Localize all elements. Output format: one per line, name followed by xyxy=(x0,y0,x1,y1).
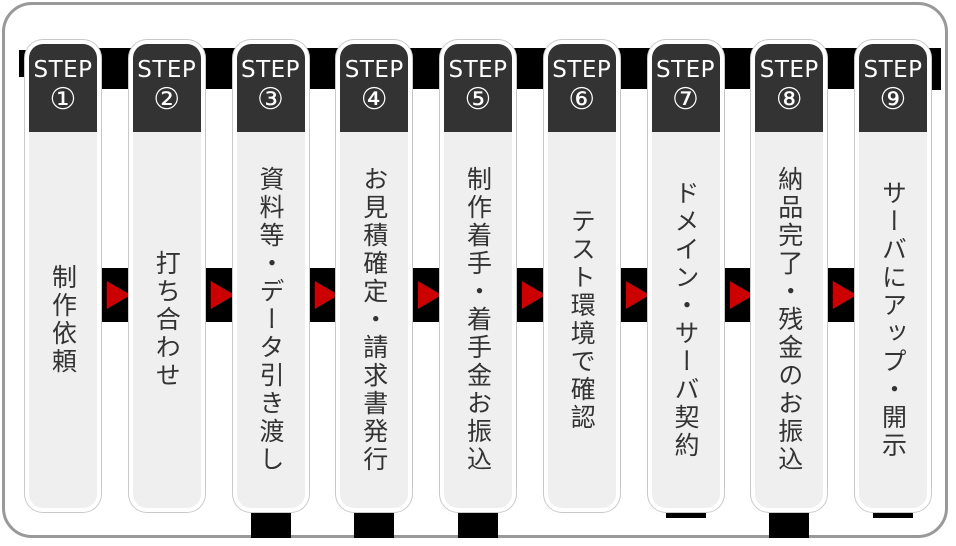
step-number: ⑨ xyxy=(879,82,907,118)
step-body: 打ち合わせ xyxy=(133,132,201,508)
arrow-right-icon xyxy=(314,281,339,309)
step-body: 資料等・データ引き渡し xyxy=(237,132,305,508)
step-label: STEP xyxy=(552,57,612,84)
step-header: STEP ⑨ xyxy=(859,44,927,132)
step-label: STEP xyxy=(759,57,819,84)
step-title: ドメイン・サーバ契約 xyxy=(671,180,700,460)
step-body: お見積確定・請求書発行 xyxy=(340,132,408,508)
bottom-connector xyxy=(354,511,395,538)
arrow-right-icon xyxy=(107,281,131,309)
step-card: STEP ⑧ 納品完了・残金のお振込 xyxy=(751,40,828,512)
step-title: 制作依頼 xyxy=(48,264,78,376)
step-card: STEP ② 打ち合わせ xyxy=(128,40,205,512)
step-header: STEP ③ xyxy=(236,44,305,132)
step-number: ⑤ xyxy=(464,82,492,118)
step-label: STEP xyxy=(655,57,716,84)
step-body: テスト環境で確認 xyxy=(548,132,616,508)
bottom-connector xyxy=(873,510,913,518)
step-number: ③ xyxy=(257,82,284,118)
step-slot-6: STEP ⑥ テスト環境で確認 xyxy=(543,40,658,512)
step-title: 制作着手・着手金お振込 xyxy=(463,166,493,474)
step-card: STEP ⑥ テスト環境で確認 xyxy=(543,40,620,512)
step-title: 納品完了・残金のお振込 xyxy=(774,166,804,474)
step-body: サーバにアップ・開示 xyxy=(859,132,927,508)
step-card: STEP ⑦ ドメイン・サーバ契約 xyxy=(647,40,724,512)
step-card: STEP ① 制作依頼 xyxy=(25,40,101,512)
bottom-connector xyxy=(769,511,810,538)
bottom-connector xyxy=(250,511,291,538)
step-board: STEP ① 制作依頼 STEP ② 打ち合わせ xyxy=(19,40,941,538)
step-slot-2: STEP ② 打ち合わせ xyxy=(128,40,243,512)
step-header: STEP ④ xyxy=(340,44,409,132)
step-header: STEP ⑥ xyxy=(547,44,616,132)
edge-connector xyxy=(929,48,941,90)
step-body: 納品完了・残金のお振込 xyxy=(755,132,823,508)
step-title: 資料等・データ引き渡し xyxy=(256,166,285,474)
step-number: ⑧ xyxy=(775,82,803,118)
bottom-connector xyxy=(458,511,498,538)
step-title: お見積確定・請求書発行 xyxy=(359,166,389,474)
step-slot-7: STEP ⑦ ドメイン・サーバ契約 xyxy=(647,40,762,518)
step-header: STEP ① xyxy=(29,44,97,132)
step-card: STEP ⑨ サーバにアップ・開示 xyxy=(855,40,931,512)
step-label: STEP xyxy=(137,57,197,84)
arrow-right-icon xyxy=(210,281,235,309)
step-header: STEP ⑤ xyxy=(444,44,512,132)
step-slot-5: STEP ⑤ 制作着手・着手金お振込 xyxy=(440,40,554,538)
step-label: STEP xyxy=(863,57,923,84)
step-body: 制作着手・着手金お振込 xyxy=(444,132,512,508)
arrow-right-icon xyxy=(625,281,650,309)
step-header: STEP ② xyxy=(132,44,201,132)
step-header: STEP ⑧ xyxy=(755,44,824,132)
step-number: ① xyxy=(49,82,77,118)
bottom-connector xyxy=(665,510,706,518)
step-title: テスト環境で確認 xyxy=(567,208,597,432)
step-slot-1: STEP ① 制作依頼 xyxy=(19,40,139,512)
step-card: STEP ③ 資料等・データ引き渡し xyxy=(232,40,309,512)
step-card: STEP ⑤ 制作着手・着手金お振込 xyxy=(440,40,516,512)
arrow-right-icon xyxy=(729,281,754,309)
step-body: ドメイン・サーバ契約 xyxy=(652,132,720,508)
step-slot-3: STEP ③ 資料等・データ引き渡し xyxy=(232,40,347,538)
step-number: ⑥ xyxy=(568,82,596,118)
step-label: STEP xyxy=(448,57,508,84)
step-slot-4: STEP ④ お見積確定・請求書発行 xyxy=(336,40,451,538)
step-label: STEP xyxy=(240,57,301,84)
step-title: サーバにアップ・開示 xyxy=(878,180,908,460)
step-number: ④ xyxy=(360,82,388,118)
edge-connector xyxy=(19,50,27,77)
step-slot-9: STEP ⑨ サーバにアップ・開示 xyxy=(855,40,941,518)
step-card: STEP ④ お見積確定・請求書発行 xyxy=(336,40,413,512)
step-header: STEP ⑦ xyxy=(651,44,720,132)
step-label: STEP xyxy=(344,57,404,84)
step-body: 制作依頼 xyxy=(29,132,97,508)
arrow-right-icon xyxy=(522,281,546,309)
step-title: 打ち合わせ xyxy=(152,250,182,390)
step-number: ② xyxy=(153,82,181,118)
step-number: ⑦ xyxy=(672,82,699,118)
arrow-right-icon xyxy=(418,281,443,309)
step-label: STEP xyxy=(33,57,93,84)
arrow-right-icon xyxy=(833,281,858,309)
step-slot-8: STEP ⑧ 納品完了・残金のお振込 xyxy=(751,40,866,538)
